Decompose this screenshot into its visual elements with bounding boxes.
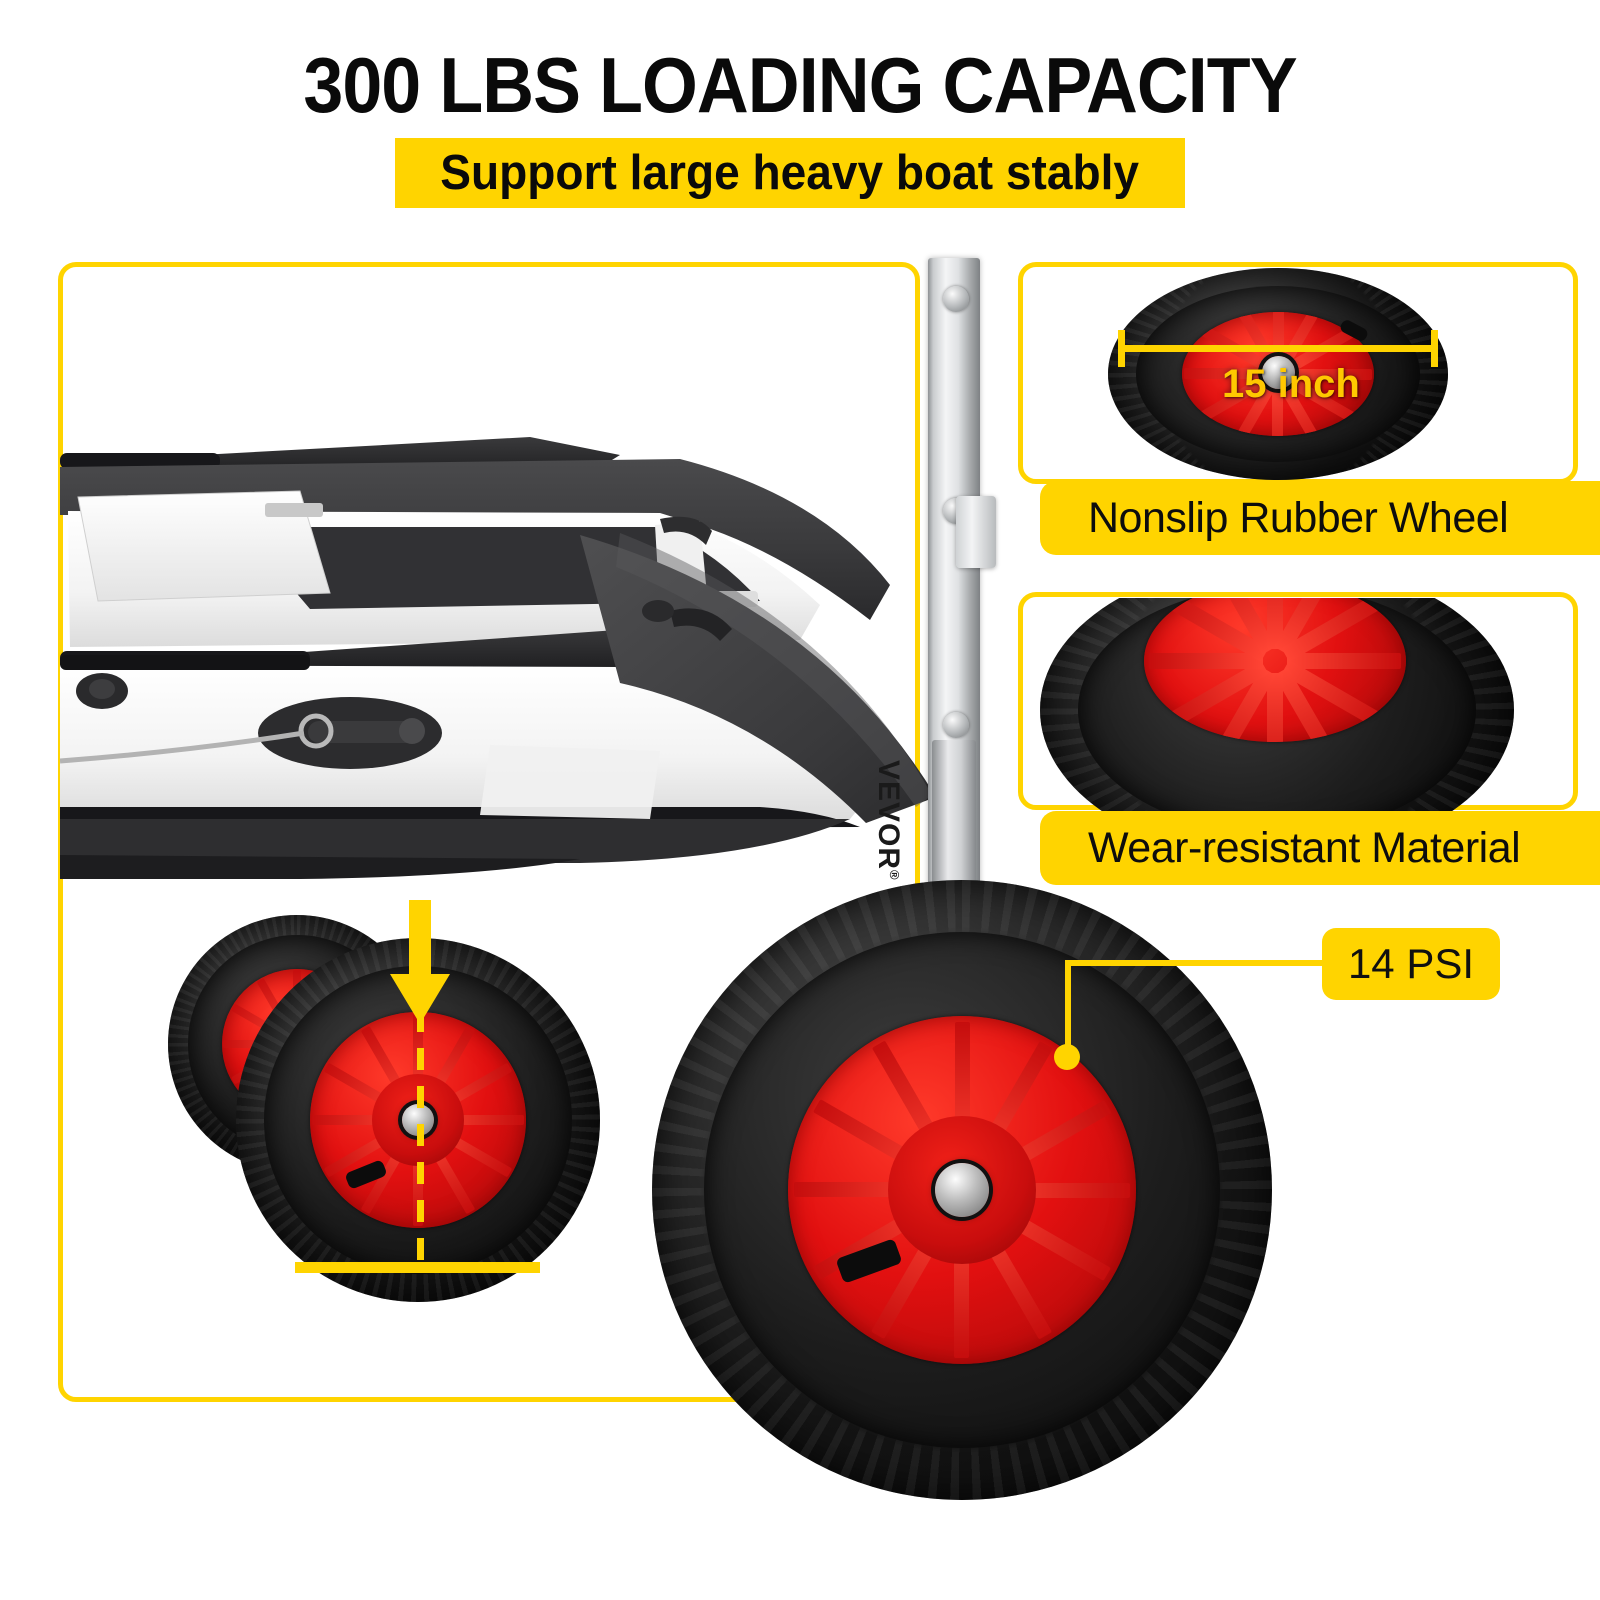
load-direction-arrow xyxy=(390,900,450,1030)
subtitle-banner: Support large heavy boat stably xyxy=(395,138,1185,208)
nonslip-wheel-label: Nonslip Rubber Wheel xyxy=(1088,493,1509,542)
trademark-symbol: ® xyxy=(887,870,902,881)
arrow-down-icon xyxy=(390,900,450,1024)
wheel-diameter-label: 15 inch xyxy=(1222,362,1360,406)
nonslip-wheel-photo xyxy=(1108,268,1448,480)
ground-contact-line xyxy=(295,1262,540,1273)
wear-resistant-label: Wear-resistant Material xyxy=(1088,823,1521,872)
tire-pressure-label: 14 PSI xyxy=(1347,940,1475,987)
dimension-cap-left xyxy=(1118,330,1125,367)
wheel-spokes xyxy=(310,1012,526,1228)
tire-pressure-badge: 14 PSI xyxy=(1322,928,1500,1000)
wheel-center-dashed-line xyxy=(417,1010,424,1268)
inflatable-boat-illustration xyxy=(59,415,940,885)
vevor-logo-text: VEVOR xyxy=(872,760,905,871)
psi-leader-line-horizontal xyxy=(1065,960,1327,966)
psi-anchor-dot xyxy=(1054,1044,1080,1070)
nonslip-wheel-banner: Nonslip Rubber Wheel xyxy=(1040,481,1600,555)
wheel-hub-red xyxy=(1144,598,1406,742)
wheel-axle-cap xyxy=(935,1163,989,1217)
wear-resistant-banner: Wear-resistant Material xyxy=(1040,811,1600,885)
pole-bracket xyxy=(956,496,996,568)
subtitle-text: Support large heavy boat stably xyxy=(440,146,1140,200)
wheel-axle-cap xyxy=(1262,356,1295,389)
featured-large-wheel xyxy=(652,880,1272,1500)
pole-bolt-top xyxy=(943,286,969,312)
wheel-spokes xyxy=(1182,312,1374,436)
wheel-spokes xyxy=(1144,598,1406,742)
pole-bolt-lower xyxy=(943,712,969,738)
page-headline: 300 LBS LOADING CAPACITY xyxy=(303,41,1297,129)
psi-leader-line-vertical xyxy=(1065,960,1071,1056)
dimension-cap-right xyxy=(1431,330,1438,367)
boat-svg xyxy=(59,437,936,879)
wheel-diameter-line xyxy=(1118,345,1438,352)
